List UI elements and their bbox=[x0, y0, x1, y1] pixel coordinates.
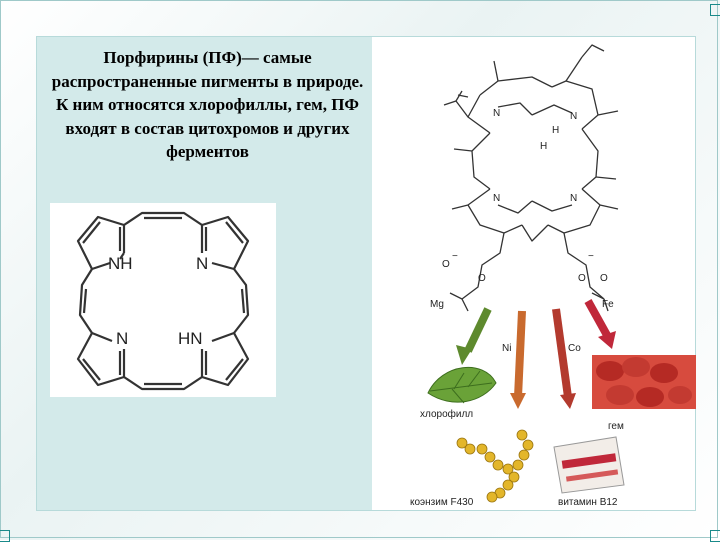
protoporphyrin-drawing: N N N N H H O O O O − − Mg Ni Co Fe bbox=[410, 44, 696, 508]
corner-mark-top-right bbox=[710, 4, 720, 16]
porphine-n-label-2: N bbox=[116, 329, 128, 348]
o-label-4: O bbox=[600, 273, 608, 284]
o-label-1: O bbox=[442, 259, 450, 270]
label-chlorophyll: хлорофилл bbox=[420, 408, 473, 420]
blood-cells-image bbox=[592, 355, 696, 409]
porphine-structure-drawing: NH N N HN bbox=[76, 211, 250, 391]
metal-label-fe: Fe bbox=[602, 299, 614, 310]
metal-label-ni: Ni bbox=[502, 343, 511, 354]
label-heme: гем bbox=[608, 421, 624, 432]
arrow-ni bbox=[510, 310, 526, 409]
h-label-2: H bbox=[540, 141, 547, 152]
vitamin-image bbox=[553, 436, 625, 494]
label-vitamin: витамин B12 bbox=[558, 497, 618, 508]
n-bottom-label: N bbox=[570, 193, 577, 204]
metal-label-mg: Mg bbox=[430, 299, 444, 310]
protoporphyrin-figure: N N N N H H O O O O − − Mg Ni Co Fe bbox=[372, 37, 696, 510]
n-top-label: N bbox=[493, 108, 500, 119]
arrow-mg bbox=[456, 307, 492, 365]
slide-caption: Порфирины (ПФ)— самые распространенные п… bbox=[51, 48, 364, 161]
corner-mark-bottom-left bbox=[0, 530, 10, 542]
charge-label-2: − bbox=[588, 251, 594, 262]
o-label-2: O bbox=[478, 273, 486, 284]
porphine-structure: NH N N HN bbox=[50, 203, 276, 397]
charge-label-1: − bbox=[452, 251, 458, 262]
leaf-image bbox=[427, 366, 497, 404]
n-left-label: N bbox=[493, 193, 500, 204]
metal-label-co: Co bbox=[568, 343, 581, 354]
arrow-co bbox=[552, 308, 576, 409]
o-label-3: O bbox=[578, 273, 586, 284]
label-coenzyme: коэнзим F430 bbox=[410, 497, 474, 508]
porphine-hn-label: HN bbox=[178, 329, 203, 348]
corner-mark-bottom-right bbox=[710, 530, 720, 542]
coenzyme-image bbox=[456, 429, 534, 503]
h-label-1: H bbox=[552, 125, 559, 136]
porphine-n-label-1: N bbox=[196, 254, 208, 273]
n-right-label: N bbox=[570, 111, 577, 122]
arrow-fe bbox=[584, 299, 616, 349]
porphine-nh-label: NH bbox=[108, 254, 133, 273]
